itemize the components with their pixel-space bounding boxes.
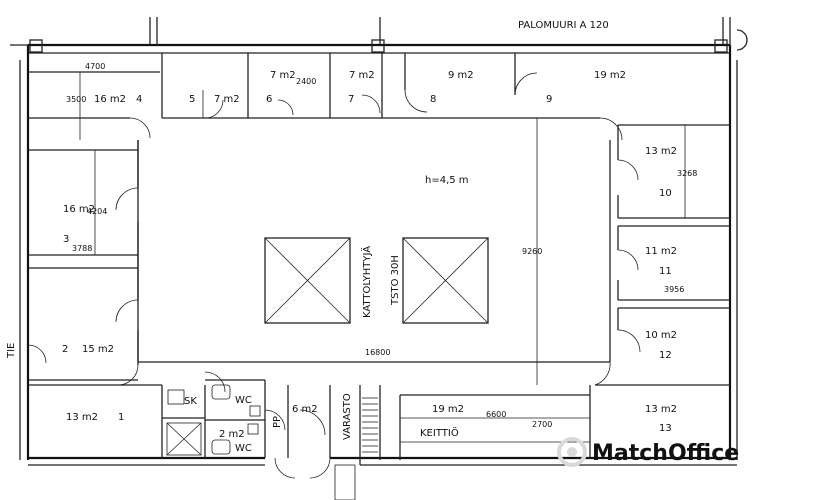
room6-dim: 2400 [296,77,316,86]
room10-dim: 3268 [677,169,697,178]
wc1-label: WC [235,395,252,406]
kitchen-label: KEITTIÖ [420,426,459,439]
street-label: TIE [6,343,17,359]
sk-label: SK [184,396,197,407]
room10-area: 13 m2 [645,146,677,157]
room1-number: 1 [118,412,124,423]
bottom-rooms-walls [28,371,591,500]
kitchen-area: 19 m2 [432,404,464,415]
hall-depth-dim: 9260 [522,247,542,256]
kitchen-dim2: 2700 [532,420,552,429]
room4-dim: 4700 [85,62,105,71]
watermark-text: MatchOffice [592,441,739,466]
room11-dim: 3956 [664,285,684,294]
room13-number: 13 [659,423,672,434]
room12-area: 10 m2 [645,330,677,341]
room6-number: 6 [266,94,272,105]
varasto-label: VARASTO [342,393,353,440]
outer-walls [10,17,748,466]
stairs [362,397,378,453]
room1-area: 13 m2 [66,412,98,423]
room6-area: 7 m2 [270,70,296,81]
room10-number: 10 [659,188,672,199]
wc2-label: WC [235,443,252,454]
room3-area: 16 m2 [63,204,95,215]
room5-number: 5 [189,94,195,105]
room11-number: 11 [659,266,672,277]
header-label: PALOMUURI A 120 [518,20,609,31]
watermark-logo [557,437,587,467]
room12-number: 12 [659,350,672,361]
room3-dim-h: 3788 [72,244,92,253]
room3-number: 3 [63,234,69,245]
room8-number: 8 [430,94,436,105]
wc2-area: 2 m2 [219,429,245,440]
room3-dim-v: 4204 [87,207,107,216]
room7-area: 7 m2 [349,70,375,81]
room8-area: 9 m2 [448,70,474,81]
labels: PALOMUURI A 120 TIE h=4,5 m KATTOLYHTYJÄ… [6,20,739,467]
central-hall [137,118,611,385]
top-rooms-walls [28,53,623,141]
tsto-label: TSTO 30H [390,255,401,306]
room4-area: 16 m2 [94,94,126,105]
ceiling-height-label: h=4,5 m [425,175,469,186]
hall-width-dim: 16800 [365,348,390,357]
pp-label: PP [272,416,283,428]
kitchen-dim: 6600 [486,410,506,419]
room4-side-dim: 3500 [66,95,86,104]
room2-number: 2 [62,344,68,355]
room9-number: 9 [546,94,552,105]
room11-area: 11 m2 [645,246,677,257]
room13-area: 13 m2 [645,404,677,415]
room4-number: 4 [136,94,142,105]
room6b-area: 6 m2 [292,404,318,415]
room2-area: 15 m2 [82,344,114,355]
room5-area: 7 m2 [214,94,240,105]
right-rooms-walls [594,124,730,386]
room7-number: 7 [348,94,354,105]
vent-label: KATTOLYHTYJÄ [360,246,373,318]
room9-area: 19 m2 [594,70,626,81]
